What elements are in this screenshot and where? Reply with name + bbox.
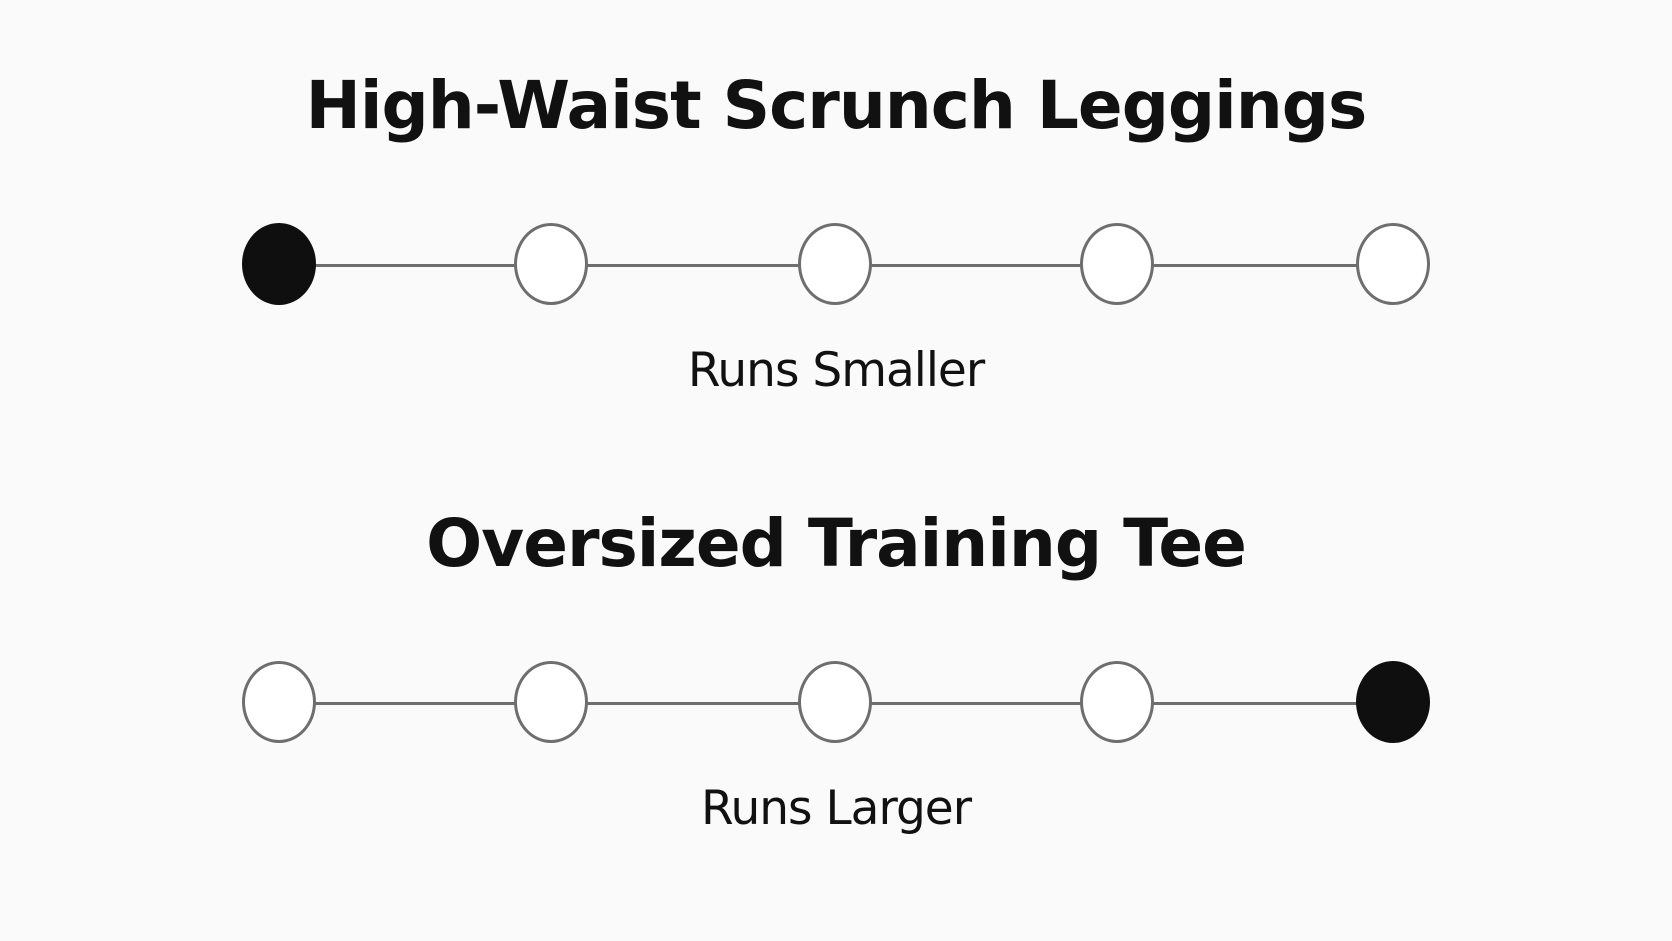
fit-scale <box>0 658 1672 748</box>
fit-scale-option-1[interactable] <box>242 661 316 743</box>
fit-section-tee: Oversized Training Tee Runs Larger <box>0 483 1672 903</box>
fit-scale <box>0 220 1672 310</box>
product-title: High-Waist Scrunch Leggings <box>305 67 1368 144</box>
fit-scale-option-2[interactable] <box>514 223 588 305</box>
fit-section-leggings: High-Waist Scrunch Leggings Runs Smaller <box>0 45 1672 465</box>
fit-scale-option-5[interactable] <box>1356 223 1430 305</box>
fit-scale-option-3[interactable] <box>798 223 872 305</box>
fit-scale-option-5[interactable] <box>1356 661 1430 743</box>
fit-scale-option-3[interactable] <box>798 661 872 743</box>
product-title: Oversized Training Tee <box>426 505 1247 582</box>
fit-label: Runs Smaller <box>687 343 985 398</box>
fit-scale-option-1[interactable] <box>242 223 316 305</box>
fit-scale-option-4[interactable] <box>1080 661 1154 743</box>
fit-label: Runs Larger <box>700 781 972 836</box>
fit-scale-option-4[interactable] <box>1080 223 1154 305</box>
fit-scale-option-2[interactable] <box>514 661 588 743</box>
